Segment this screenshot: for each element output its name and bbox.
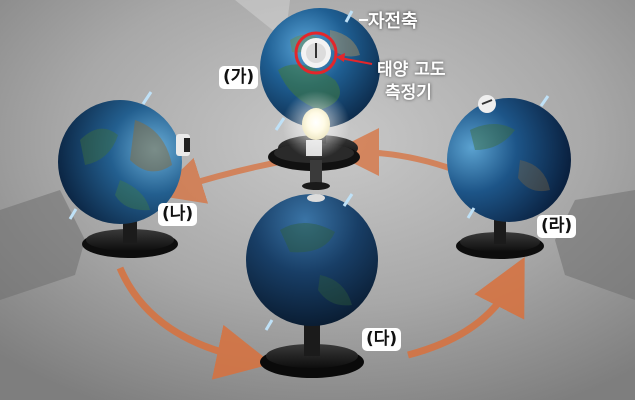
globe-ra [447, 95, 571, 259]
axis-marker-na-top [141, 91, 153, 105]
rotation-axis-label: 자전축 [368, 11, 418, 32]
orbit-arrow-na-da [116, 266, 273, 380]
highlight-circle [294, 31, 338, 75]
lamp [268, 91, 360, 190]
bulb-icon [302, 108, 330, 140]
solar-meter-label-line2: 측정기 [385, 83, 432, 103]
orbit-arrow-ra-ga [331, 128, 457, 177]
position-label-da: (다) [362, 328, 402, 351]
axis-marker-ga-top [344, 10, 354, 23]
shadow-left [0, 190, 85, 300]
axis-marker-da-bottom [264, 319, 274, 331]
axis-marker-na-bottom [68, 208, 78, 220]
orbit-arrow-da-ra [407, 257, 525, 359]
axis-marker-ra-bottom [466, 207, 476, 219]
meter-callout-arrowhead [336, 53, 345, 62]
solar-altitude-meter [301, 38, 331, 68]
globe-da [246, 194, 378, 378]
meter-callout-arrow [339, 57, 373, 65]
solar-meter-label-line1: 태양 고도 [377, 60, 446, 80]
axis-marker-da-top [342, 193, 354, 207]
position-label-na: (나) [158, 203, 198, 226]
position-label-ra: (라) [537, 215, 577, 238]
axis-marker-ra-top [539, 95, 550, 107]
globe-na [58, 100, 190, 258]
position-label-ga: (가) [219, 66, 259, 89]
